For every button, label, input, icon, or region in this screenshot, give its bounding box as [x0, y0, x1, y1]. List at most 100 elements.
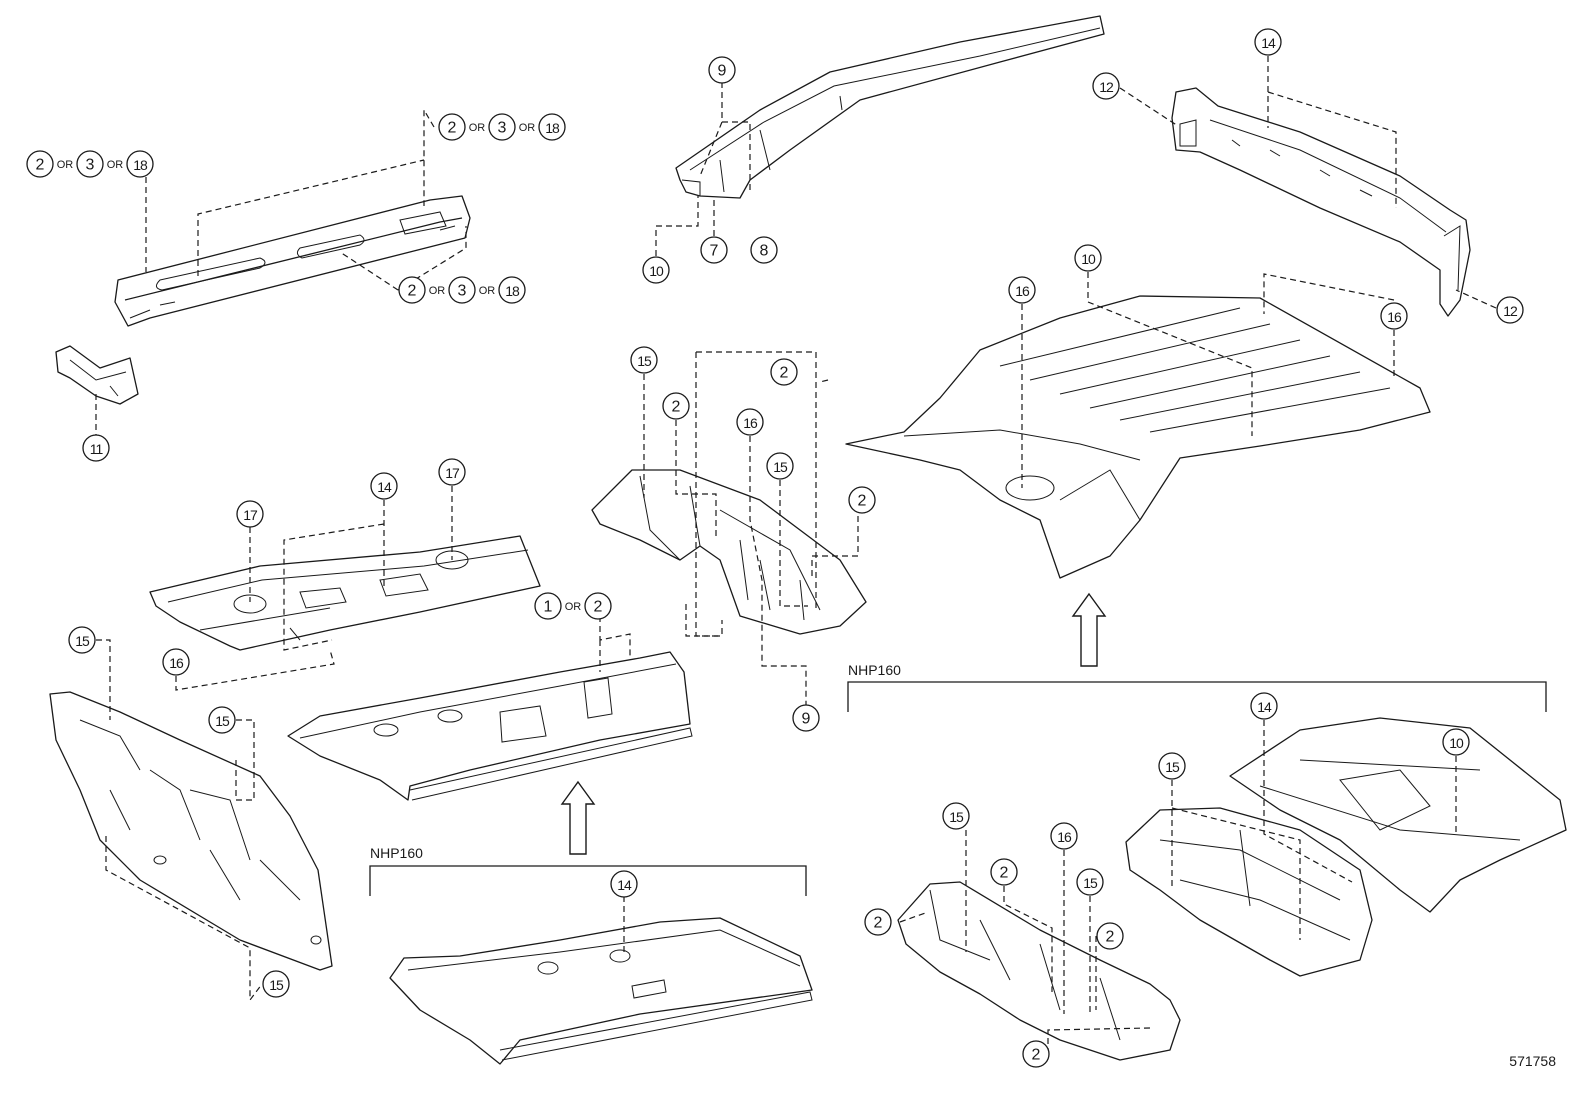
- small-bracket: [55, 345, 139, 405]
- callout-circle: [236, 500, 264, 528]
- callout-circle: [488, 113, 516, 141]
- callout-10[interactable]: 10: [1074, 244, 1102, 272]
- callout-number: 18: [133, 157, 148, 173]
- callout-circle: [498, 276, 526, 304]
- callout-2[interactable]: 2: [990, 858, 1018, 886]
- callout-10[interactable]: 10: [642, 256, 670, 284]
- callout-14[interactable]: 14: [610, 870, 638, 898]
- callout-number: 2: [1000, 865, 1009, 882]
- callout-9[interactable]: 9: [708, 56, 736, 84]
- callout-2[interactable]: 2: [770, 358, 798, 386]
- rear-side-member-right: [1171, 87, 1471, 317]
- callout-number: 12: [1503, 303, 1518, 319]
- callout-circle: [538, 113, 566, 141]
- center-floor-pan: [287, 651, 693, 801]
- callout-number: 15: [949, 809, 964, 825]
- callout-12[interactable]: 12: [1092, 72, 1120, 100]
- callout-15[interactable]: 15: [262, 970, 290, 998]
- callout-14[interactable]: 14: [1250, 692, 1278, 720]
- callout-number: 15: [215, 713, 230, 729]
- callout-15[interactable]: 15: [766, 452, 794, 480]
- callout-15[interactable]: 15: [630, 346, 658, 374]
- callout-number: 14: [1257, 699, 1272, 715]
- callout-number: 3: [498, 120, 507, 137]
- callout-circle: [642, 256, 670, 284]
- callout-circle: [208, 706, 236, 734]
- callout-2[interactable]: 2: [1096, 922, 1124, 950]
- callout-2[interactable]: 2: [584, 592, 612, 620]
- callout-number: 18: [545, 120, 560, 136]
- or-separator: OR: [57, 159, 74, 171]
- front-side-member-extension: [675, 15, 1105, 199]
- callout-circle: [370, 472, 398, 500]
- callout-16[interactable]: 16: [1008, 276, 1036, 304]
- callout-14[interactable]: 14: [370, 472, 398, 500]
- callout-8[interactable]: 8: [750, 236, 778, 264]
- callout-2[interactable]: 2: [1022, 1040, 1050, 1068]
- callout-2[interactable]: 2: [398, 276, 426, 304]
- callout-2[interactable]: 2: [848, 486, 876, 514]
- callout-18[interactable]: 18: [126, 150, 154, 178]
- callout-16[interactable]: 16: [736, 408, 764, 436]
- callout-circle: [1380, 302, 1408, 330]
- callout-16[interactable]: 16: [1050, 822, 1078, 850]
- callout-18[interactable]: 18: [538, 113, 566, 141]
- callout-17[interactable]: 17: [438, 458, 466, 486]
- callout-15[interactable]: 15: [68, 626, 96, 654]
- up-arrow-right[interactable]: [1071, 592, 1107, 667]
- callout-circle: [1254, 28, 1282, 56]
- callout-number: 14: [1261, 35, 1276, 51]
- callout-3[interactable]: 3: [76, 150, 104, 178]
- model-bracket-right: [847, 681, 1547, 712]
- callout-2[interactable]: 2: [864, 908, 892, 936]
- callout-7[interactable]: 7: [700, 236, 728, 264]
- callout-number: 1: [544, 599, 553, 616]
- callout-11[interactable]: 11: [82, 434, 110, 462]
- callout-15[interactable]: 15: [1076, 868, 1104, 896]
- callout-number: 2: [594, 599, 603, 616]
- callout-circle: [26, 150, 54, 178]
- callout-circle: [792, 704, 820, 732]
- callout-2[interactable]: 2: [438, 113, 466, 141]
- callout-16[interactable]: 16: [1380, 302, 1408, 330]
- model-bracket-left: [369, 865, 807, 896]
- callout-number: 2: [36, 157, 45, 174]
- callout-12[interactable]: 12: [1496, 296, 1524, 324]
- callout-circle: [1496, 296, 1524, 324]
- callout-number: 10: [649, 263, 664, 279]
- callout-number: 2: [408, 283, 417, 300]
- callout-circle: [864, 908, 892, 936]
- callout-15[interactable]: 15: [208, 706, 236, 734]
- callout-circle: [448, 276, 476, 304]
- callout-circle: [708, 56, 736, 84]
- callout-number: 3: [458, 283, 467, 300]
- up-arrow-left[interactable]: [560, 780, 596, 855]
- callout-17[interactable]: 17: [236, 500, 264, 528]
- callout-14[interactable]: 14: [1254, 28, 1282, 56]
- callout-16[interactable]: 16: [162, 648, 190, 676]
- callout-number: 15: [269, 977, 284, 993]
- callout-circle: [438, 113, 466, 141]
- callout-2[interactable]: 2: [662, 392, 690, 420]
- callout-number: 2: [858, 493, 867, 510]
- callout-2[interactable]: 2: [26, 150, 54, 178]
- callout-10[interactable]: 10: [1442, 728, 1470, 756]
- callout-circle: [534, 592, 562, 620]
- callout-3[interactable]: 3: [488, 113, 516, 141]
- rear-floor-pan-nhp160: [1125, 807, 1373, 977]
- callout-number: 18: [505, 283, 520, 299]
- callout-number: 2: [780, 365, 789, 382]
- or-separator: OR: [565, 601, 582, 613]
- callout-15[interactable]: 15: [942, 802, 970, 830]
- callout-circle: [162, 648, 190, 676]
- callout-9[interactable]: 9: [792, 704, 820, 732]
- callout-number: 12: [1099, 79, 1114, 95]
- callout-circle: [750, 236, 778, 264]
- callout-number: 16: [743, 415, 758, 431]
- callout-1[interactable]: 1: [534, 592, 562, 620]
- callout-15[interactable]: 15: [1158, 752, 1186, 780]
- callout-3[interactable]: 3: [448, 276, 476, 304]
- callout-18[interactable]: 18: [498, 276, 526, 304]
- leader-lines: [95, 56, 1497, 1054]
